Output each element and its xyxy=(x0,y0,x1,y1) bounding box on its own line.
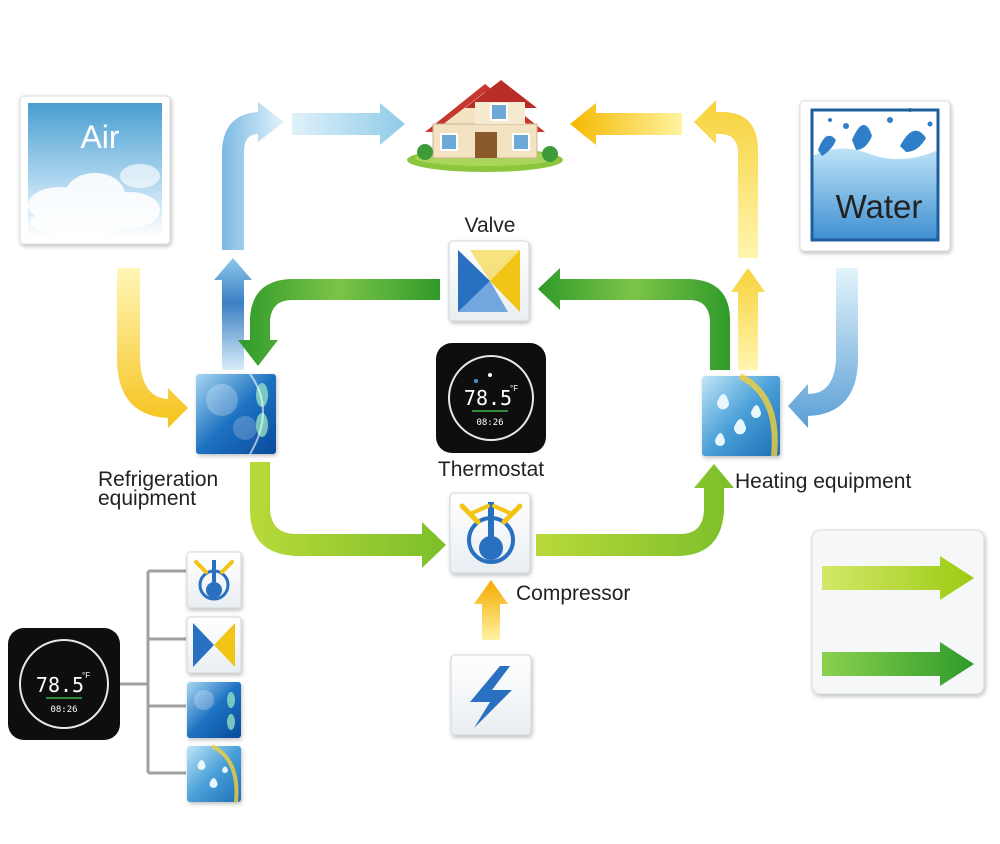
heating-to-house-arrow xyxy=(570,100,765,370)
heating-label: Heating equipment xyxy=(735,470,911,493)
water-splash-icon xyxy=(818,108,933,156)
lightning-icon xyxy=(450,654,532,736)
refrigeration-equipment-icon xyxy=(196,373,276,455)
tree-refrigeration-icon xyxy=(187,682,241,738)
thermostat-temperature: 78.5 xyxy=(464,386,512,410)
thermostat-label: Thermostat xyxy=(438,458,544,481)
thermostat-small-clock: 08:26 xyxy=(50,705,77,715)
water-label: Water xyxy=(836,188,923,225)
refrigeration-to-compressor-arrow xyxy=(250,462,446,568)
refrigeration-to-house-arrow xyxy=(214,102,405,370)
air-label: Air xyxy=(80,119,119,155)
thermostat-small-temperature: 78.5 xyxy=(36,673,84,697)
valve-label: Valve xyxy=(465,214,516,237)
legend-arrow-light-green xyxy=(822,556,974,600)
tree-valve-icon xyxy=(186,616,242,674)
house-icon xyxy=(407,80,563,172)
cloud-sky-icon xyxy=(28,164,160,236)
air-to-refrigeration-arrow xyxy=(117,268,188,428)
power-to-compressor-arrow xyxy=(474,580,508,640)
thermostat-icon: 78.5 °F 08:26 xyxy=(436,343,546,453)
valve-icon xyxy=(448,240,530,322)
thermostat-clock: 08:26 xyxy=(476,418,503,428)
thermostat-small-unit: °F xyxy=(82,671,90,680)
legend-box xyxy=(811,529,985,695)
water-to-heating-arrow xyxy=(788,268,858,428)
tree-heating-icon xyxy=(187,744,241,803)
compressor-label: Compressor xyxy=(516,582,630,605)
thermostat-unit: °F xyxy=(510,384,518,393)
heating-equipment-icon xyxy=(702,373,780,457)
refrigeration-label-line2: equipment xyxy=(98,487,196,510)
refrigeration-label-line1: Refrigeration xyxy=(98,468,218,491)
valve-to-refrigeration-arrow xyxy=(238,279,440,366)
device-tree-lines xyxy=(120,569,186,775)
legend-arrow-dark-green xyxy=(822,642,974,686)
air-box: Air xyxy=(19,95,171,245)
compressor-icon xyxy=(449,492,531,574)
water-box: Water xyxy=(799,100,951,252)
heating-to-valve-arrow xyxy=(538,268,730,370)
compressor-to-heating-arrow xyxy=(536,464,734,556)
thermostat-small-icon: 78.5 °F 08:26 xyxy=(8,628,120,740)
tree-compressor-icon xyxy=(186,551,242,609)
